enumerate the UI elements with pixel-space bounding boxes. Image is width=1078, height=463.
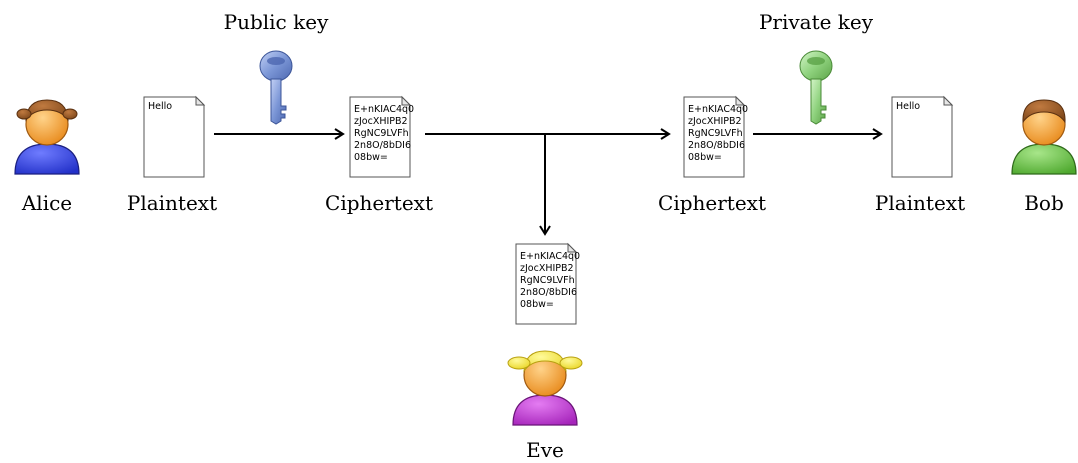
plaintext-content-right: Hello [896, 101, 920, 112]
bob-icon [1011, 99, 1077, 175]
ciphertext-document-eve: E+nKIAC4q0 zJocXHIPB2 RgNC9LVFh 2n8O/8bD… [515, 242, 580, 325]
eve-icon [507, 350, 583, 426]
ciphertext-line: RgNC9LVFh [354, 128, 409, 139]
ciphertext-line: 08bw= [520, 299, 554, 310]
ciphertext-line: 08bw= [688, 152, 722, 163]
private-key-label: Private key [759, 10, 874, 34]
eve-label: Eve [526, 438, 564, 462]
ciphertext-document-left: E+nKIAC4q0 zJocXHIPB2 RgNC9LVFh 2n8O/8bD… [349, 95, 414, 178]
ciphertext-label-left: Ciphertext [325, 191, 433, 215]
ciphertext-document-right: E+nKIAC4q0 zJocXHIPB2 RgNC9LVFh 2n8O/8bD… [683, 95, 748, 178]
ciphertext-line: 2n8O/8bDI6 [354, 140, 411, 151]
ciphertext-line: zJocXHIPB2 [688, 116, 742, 127]
plaintext-label-right: Plaintext [875, 191, 965, 215]
private-key-icon [799, 50, 833, 125]
alice-label: Alice [21, 191, 72, 215]
plaintext-document-left: Hello [143, 95, 206, 178]
ciphertext-line: RgNC9LVFh [688, 128, 743, 139]
ciphertext-line: E+nKIAC4q0 [688, 104, 748, 115]
alice-icon [14, 99, 80, 175]
ciphertext-line: E+nKIAC4q0 [520, 251, 580, 262]
bob-label: Bob [1024, 191, 1064, 215]
ciphertext-line: RgNC9LVFh [520, 275, 575, 286]
ciphertext-line: zJocXHIPB2 [520, 263, 574, 274]
ciphertext-label-right: Ciphertext [658, 191, 766, 215]
ciphertext-line: E+nKIAC4q0 [354, 104, 414, 115]
public-key-icon [259, 50, 293, 125]
public-key-label: Public key [224, 10, 329, 34]
ciphertext-line: 08bw= [354, 152, 388, 163]
plaintext-document-right: Hello [891, 95, 954, 178]
ciphertext-line: 2n8O/8bDI6 [520, 287, 577, 298]
ciphertext-line: zJocXHIPB2 [354, 116, 408, 127]
plaintext-content-left: Hello [148, 101, 172, 112]
ciphertext-line: 2n8O/8bDI6 [688, 140, 745, 151]
plaintext-label-left: Plaintext [127, 191, 217, 215]
